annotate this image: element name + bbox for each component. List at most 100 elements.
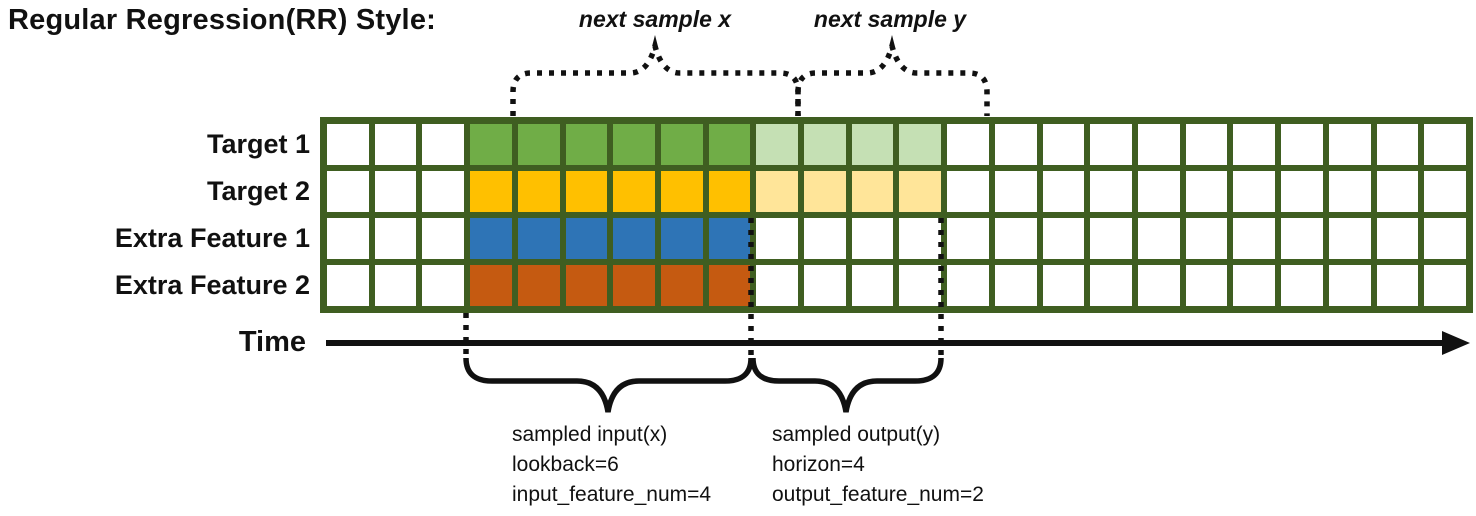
sampled-input-title: sampled input(x) bbox=[512, 423, 668, 446]
grid-cell bbox=[994, 171, 1037, 212]
grid-cell bbox=[708, 171, 751, 212]
grid-cell bbox=[327, 171, 369, 212]
grid-cell bbox=[422, 171, 465, 212]
grid-cell bbox=[899, 265, 942, 306]
grid-cell bbox=[994, 124, 1037, 165]
sampled-output-title: sampled output(y) bbox=[772, 423, 941, 446]
grid-cell bbox=[947, 265, 989, 306]
grid-cell bbox=[1424, 265, 1466, 306]
sampled-input-annotation: sampled input(x) lookback=6 input_featur… bbox=[512, 420, 711, 510]
grid-cell bbox=[517, 124, 560, 165]
grid-cell bbox=[517, 171, 560, 212]
grid-cell bbox=[660, 218, 703, 259]
grid-cell bbox=[1328, 265, 1371, 306]
lookback-value: lookback=6 bbox=[512, 453, 619, 476]
grid-cell bbox=[947, 124, 989, 165]
grid-cell bbox=[899, 171, 942, 212]
grid-cell bbox=[1281, 265, 1323, 306]
grid-cell bbox=[851, 265, 894, 306]
grid-cell bbox=[470, 124, 512, 165]
grid-cell bbox=[1281, 218, 1323, 259]
grid-cell bbox=[374, 265, 417, 306]
grid-cell bbox=[1042, 124, 1085, 165]
grid-cell bbox=[613, 171, 655, 212]
grid-cell bbox=[470, 265, 512, 306]
grid-cell bbox=[1233, 218, 1276, 259]
row-label-extra-feature-1: Extra Feature 1 bbox=[114, 223, 310, 253]
grid-cell bbox=[565, 124, 608, 165]
grid-cell bbox=[804, 265, 846, 306]
grid-cell bbox=[1185, 171, 1228, 212]
grid-cell bbox=[1042, 171, 1085, 212]
grid-cell bbox=[1090, 171, 1133, 212]
next-sample-x-label: next sample x bbox=[578, 6, 732, 32]
grid-cell bbox=[1376, 218, 1419, 259]
grid-cell bbox=[1233, 171, 1276, 212]
timeseries-grid bbox=[320, 117, 1473, 313]
grid-cell bbox=[374, 124, 417, 165]
grid-cell bbox=[422, 124, 465, 165]
grid-cell bbox=[1376, 171, 1419, 212]
grid-cell bbox=[994, 218, 1037, 259]
grid-cell bbox=[1424, 218, 1466, 259]
grid-cell bbox=[565, 171, 608, 212]
grid-cell bbox=[470, 218, 512, 259]
grid-cell bbox=[327, 124, 369, 165]
grid-cell bbox=[613, 218, 655, 259]
grid-cell bbox=[517, 265, 560, 306]
grid-cell bbox=[804, 218, 846, 259]
grid-cell bbox=[660, 171, 703, 212]
grid-cell bbox=[947, 171, 989, 212]
grid-cell bbox=[947, 218, 989, 259]
grid-cell bbox=[851, 218, 894, 259]
grid-cell bbox=[1424, 124, 1466, 165]
output-feature-num-value: output_feature_num=2 bbox=[772, 483, 984, 506]
sampled-input-brace bbox=[463, 357, 754, 413]
grid-cell bbox=[1090, 218, 1133, 259]
grid-cell bbox=[899, 218, 942, 259]
grid-cell bbox=[994, 265, 1037, 306]
grid-cell bbox=[708, 265, 751, 306]
input-feature-num-value: input_feature_num=4 bbox=[512, 483, 712, 506]
grid-cell bbox=[660, 265, 703, 306]
grid-cell bbox=[756, 124, 799, 165]
grid-cell bbox=[851, 124, 894, 165]
row-label-extra-feature-2: Extra Feature 2 bbox=[114, 270, 310, 300]
grid-cell bbox=[1138, 218, 1180, 259]
grid-cell bbox=[1138, 124, 1180, 165]
grid-cell bbox=[1233, 124, 1276, 165]
grid-cell bbox=[1424, 171, 1466, 212]
next-sample-y-brace bbox=[795, 35, 990, 116]
grid-cell bbox=[899, 124, 942, 165]
grid-cell bbox=[756, 265, 799, 306]
grid-cell bbox=[422, 218, 465, 259]
grid-cell bbox=[374, 171, 417, 212]
time-axis-label: Time bbox=[238, 326, 306, 358]
next-sample-x-brace bbox=[510, 35, 801, 116]
diagram-title: Regular Regression(RR) Style: bbox=[8, 4, 436, 36]
grid-cell bbox=[1328, 218, 1371, 259]
grid-cell bbox=[1328, 124, 1371, 165]
grid-cell bbox=[565, 265, 608, 306]
grid-cell bbox=[565, 218, 608, 259]
grid-cell bbox=[1233, 265, 1276, 306]
grid-cell bbox=[1185, 265, 1228, 306]
grid-cell bbox=[1281, 171, 1323, 212]
grid-cell bbox=[851, 171, 894, 212]
grid-cell bbox=[517, 218, 560, 259]
grid-cell bbox=[804, 171, 846, 212]
grid-cell bbox=[756, 218, 799, 259]
grid-cell bbox=[1138, 171, 1180, 212]
grid-cell bbox=[1281, 124, 1323, 165]
next-sample-y-label: next sample y bbox=[813, 6, 967, 32]
grid-cell bbox=[613, 265, 655, 306]
time-axis-arrowhead bbox=[1442, 331, 1470, 355]
grid-cell bbox=[1185, 124, 1228, 165]
sampled-output-brace bbox=[750, 357, 944, 413]
grid-cell bbox=[708, 218, 751, 259]
grid-cell bbox=[1376, 124, 1419, 165]
grid-cell bbox=[374, 218, 417, 259]
grid-cell bbox=[613, 124, 655, 165]
grid-cell bbox=[1328, 171, 1371, 212]
horizon-value: horizon=4 bbox=[772, 453, 865, 476]
